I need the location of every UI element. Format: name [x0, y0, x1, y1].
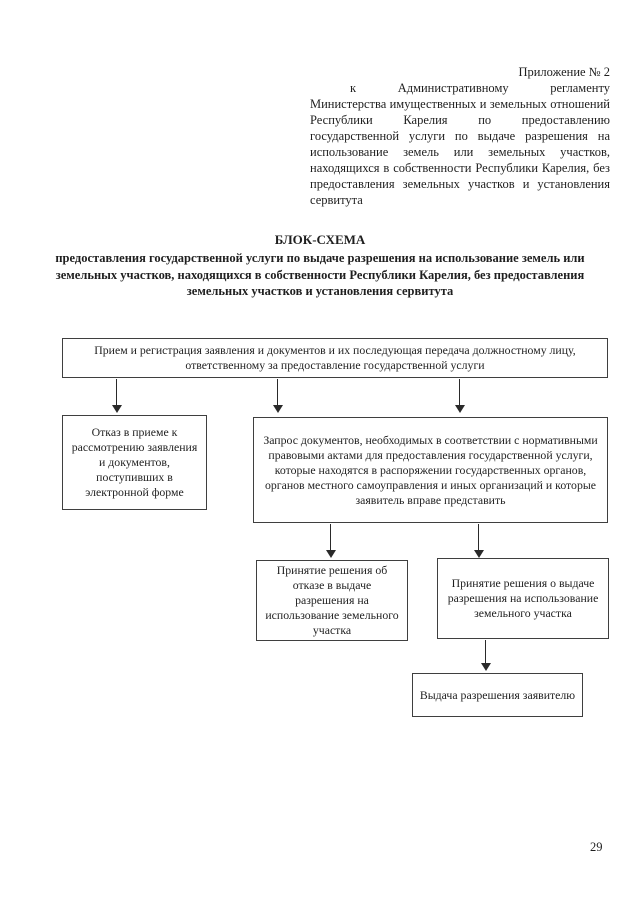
- appendix-number: Приложение № 2: [518, 65, 610, 79]
- flow-node-request-docs: Запрос документов, необходимых в соответ…: [253, 417, 608, 523]
- flow-node-decision-issue-label: Принятие решения о выдаче разрешения на …: [447, 576, 599, 620]
- arrow-down-icon: [454, 379, 466, 413]
- flow-node-intake-label: Прием и регистрация заявления и документ…: [94, 343, 576, 372]
- flow-node-issue-permit: Выдача разрешения заявителю: [412, 673, 583, 717]
- arrow-down-icon: [325, 524, 337, 558]
- arrow-down-icon: [272, 379, 284, 413]
- arrow-down-icon: [473, 524, 485, 558]
- flow-node-decision-refuse: Принятие решения об отказе в выдаче разр…: [256, 560, 408, 641]
- appendix-paragraph: к Административному регламенту Министерс…: [310, 81, 610, 207]
- flow-node-intake: Прием и регистрация заявления и документ…: [62, 338, 608, 378]
- arrow-down-icon: [111, 379, 123, 413]
- flow-node-refuse-intake-label: Отказ в приеме к рассмотрению заявления …: [71, 425, 198, 499]
- appendix-block: Приложение № 2 к Административному регла…: [310, 64, 610, 208]
- flow-node-issue-permit-label: Выдача разрешения заявителю: [419, 687, 576, 702]
- page-subtitle: предоставления государственной услуги по…: [55, 251, 585, 298]
- title-block: БЛОК-СХЕМА предоставления государственно…: [45, 231, 595, 300]
- flow-node-refuse-intake: Отказ в приеме к рассмотрению заявления …: [62, 415, 207, 510]
- flow-node-request-docs-label: Запрос документов, необходимых в соответ…: [263, 432, 598, 507]
- page-title: БЛОК-СХЕМА: [274, 232, 366, 247]
- page-number: 29: [590, 840, 603, 854]
- flow-node-decision-refuse-label: Принятие решения об отказе в выдаче разр…: [265, 563, 399, 637]
- arrow-down-icon: [480, 640, 492, 671]
- flow-node-decision-issue: Принятие решения о выдаче разрешения на …: [437, 558, 609, 639]
